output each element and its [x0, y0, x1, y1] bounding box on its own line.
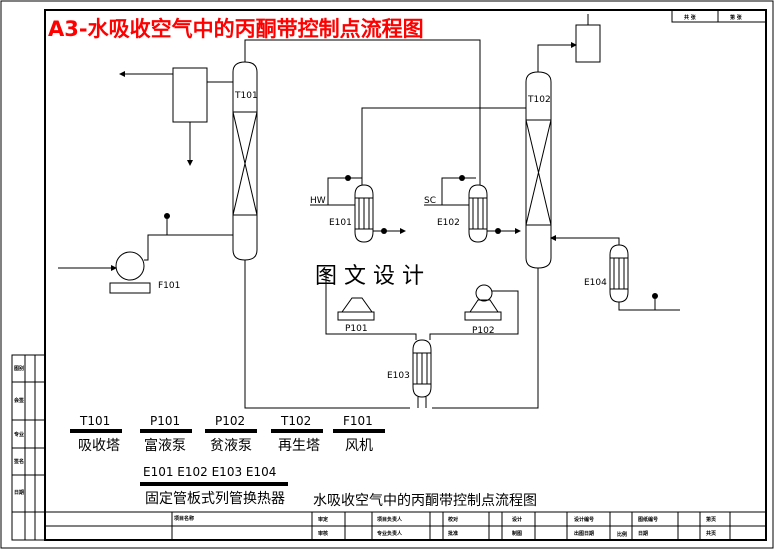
- svg-text:HW: HW: [310, 196, 326, 206]
- svg-text:批准: 批准: [448, 530, 458, 537]
- svg-text:设计: 设计: [512, 516, 522, 523]
- svg-text:图别: 图别: [14, 365, 24, 372]
- svg-text:项目名称: 项目名称: [174, 515, 194, 522]
- svg-text:审定: 审定: [318, 516, 328, 523]
- svg-text:T102: T102: [527, 95, 551, 105]
- svg-text:再生塔: 再生塔: [278, 438, 320, 454]
- column-t102: T102: [525, 71, 552, 269]
- svg-text:E102: E102: [437, 218, 460, 228]
- svg-text:E103: E103: [387, 371, 410, 381]
- fan-f101: F101: [58, 213, 233, 294]
- condenser-vessel: [575, 24, 601, 63]
- svg-text:共页: 共页: [706, 530, 716, 537]
- svg-text:制图: 制图: [512, 530, 522, 537]
- side-block: 图别 会签 专业 签名 日期: [11, 354, 46, 541]
- title-block: 项目名称 审定 审核 项目负责人 专业负责人 校对 批准 设计 制图 设计编号 …: [44, 511, 767, 541]
- exchanger-e104: E104: [550, 235, 680, 311]
- svg-text:E104: E104: [584, 278, 607, 288]
- diagram-title: A3-水吸收空气中的丙酮带控制点流程图: [48, 17, 424, 41]
- svg-text:P102: P102: [472, 326, 495, 336]
- svg-text:日期: 日期: [14, 489, 24, 496]
- svg-text:风机: 风机: [345, 438, 373, 454]
- svg-text:日期: 日期: [638, 530, 648, 537]
- svg-text:T101: T101: [79, 414, 110, 428]
- svg-text:第 张: 第 张: [730, 14, 743, 21]
- exchanger-e101: HW E101: [310, 175, 406, 243]
- separator-vessel: [172, 67, 208, 123]
- svg-text:吸收塔: 吸收塔: [78, 438, 120, 454]
- svg-text:设计编号: 设计编号: [574, 516, 594, 523]
- svg-text:签名: 签名: [13, 458, 24, 465]
- svg-text:E101: E101: [329, 218, 352, 228]
- svg-text:专业负责人: 专业负责人: [377, 530, 403, 537]
- svg-text:共 张: 共 张: [684, 14, 697, 21]
- svg-text:P101: P101: [150, 414, 180, 428]
- svg-text:P102: P102: [215, 414, 245, 428]
- svg-text:第页: 第页: [706, 516, 716, 523]
- drawing-name: 水吸收空气中的丙酮带控制点流程图: [313, 493, 537, 509]
- pump-p102: P102: [429, 284, 519, 340]
- instrument-icon: [164, 213, 170, 219]
- svg-text:出图日期: 出图日期: [574, 530, 594, 537]
- legend: T101 吸收塔 P101 富液泵 P102 贫液泵 T102 再生塔 F101…: [70, 414, 385, 507]
- watermark-text: 图 文 设 计: [315, 264, 424, 289]
- svg-text:项目负责人: 项目负责人: [377, 516, 403, 523]
- svg-text:E101 E102 E103 E104: E101 E102 E103 E104: [143, 465, 276, 479]
- svg-text:会签: 会签: [13, 397, 25, 404]
- svg-text:P101: P101: [345, 324, 368, 334]
- svg-text:校对: 校对: [448, 516, 458, 523]
- svg-text:贫液泵: 贫液泵: [210, 438, 252, 454]
- svg-text:比例: 比例: [617, 531, 627, 538]
- svg-text:富液泵: 富液泵: [144, 437, 186, 454]
- exchanger-e103: E103: [387, 339, 432, 408]
- svg-text:审核: 审核: [318, 530, 328, 537]
- svg-text:图纸编号: 图纸编号: [638, 516, 658, 523]
- pump-p101: P101: [337, 297, 375, 334]
- svg-text:专业: 专业: [14, 431, 24, 438]
- svg-text:T102: T102: [280, 414, 311, 428]
- svg-text:F101: F101: [158, 281, 180, 291]
- exchanger-e102: SC E102: [424, 175, 521, 243]
- svg-text:F101: F101: [343, 414, 373, 428]
- column-t101: T101: [232, 61, 258, 261]
- svg-text:SC: SC: [424, 196, 436, 206]
- svg-text:固定管板式列管换热器: 固定管板式列管换热器: [145, 490, 285, 507]
- svg-text:T101: T101: [234, 91, 258, 101]
- top-title-block: 共 张 第 张: [671, 9, 767, 23]
